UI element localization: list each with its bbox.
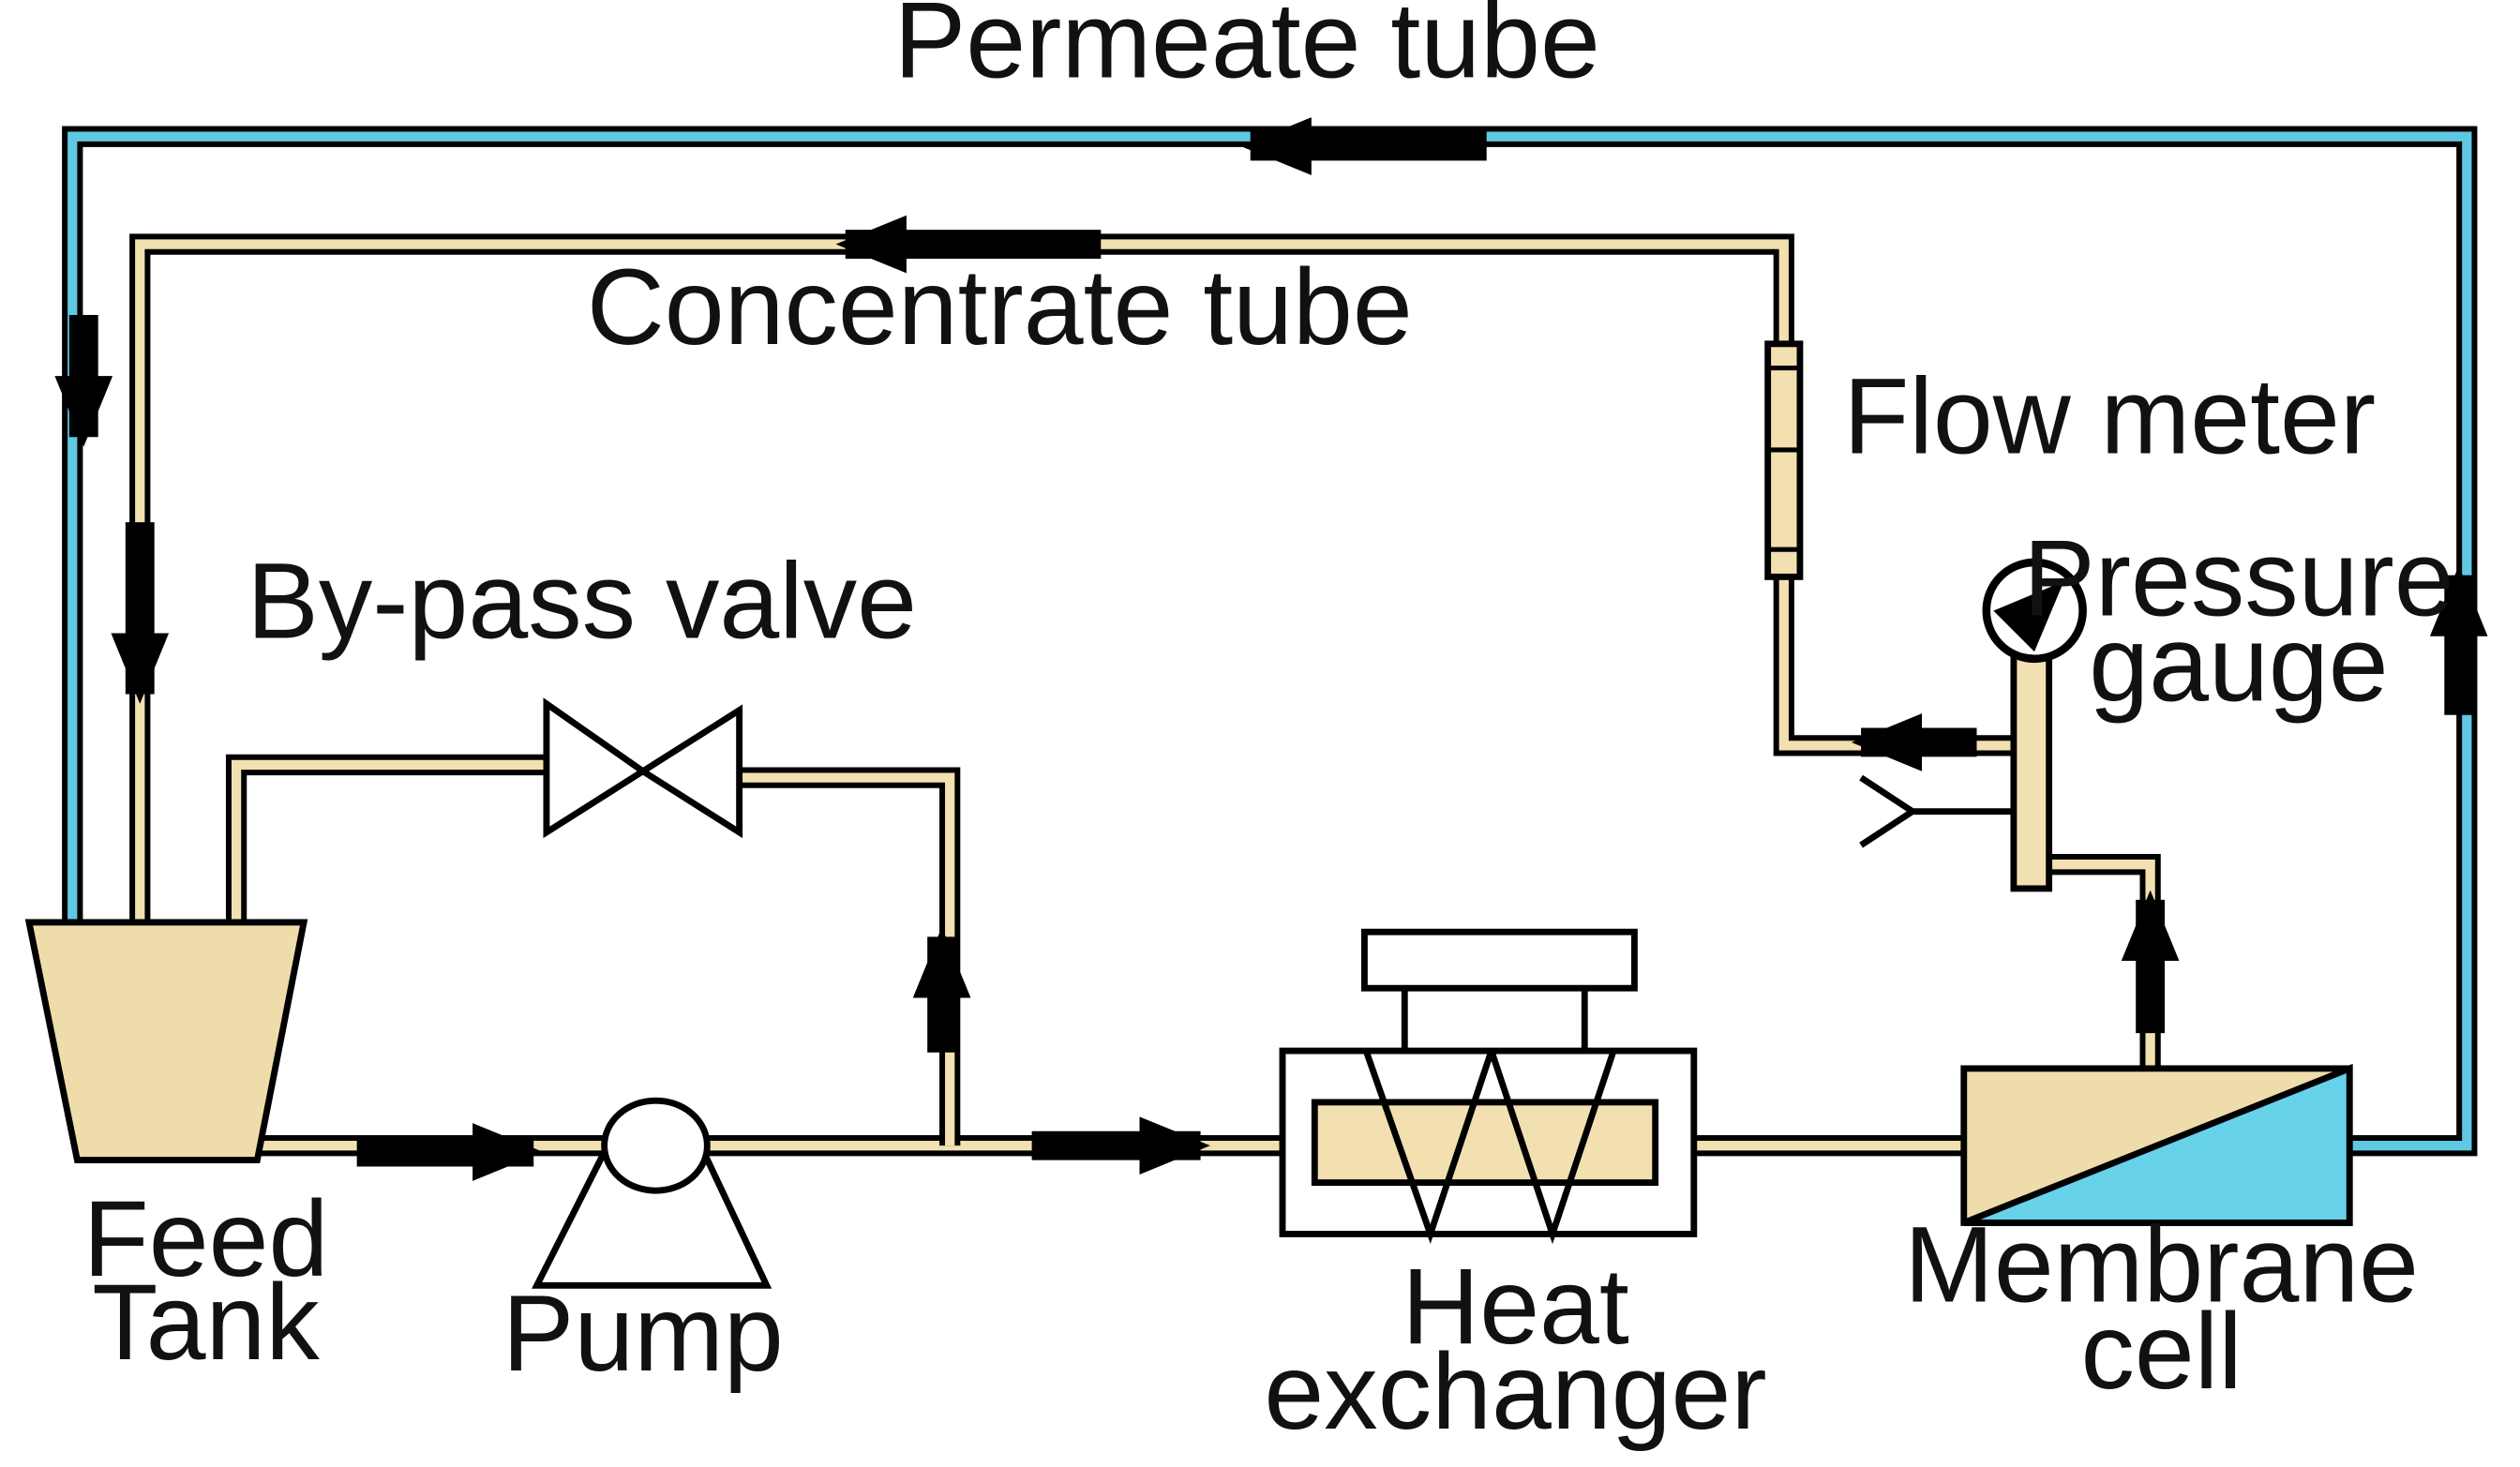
label-pressure-gauge-line2: gauge [2089, 604, 2388, 724]
label-membrane-cell-line2: cell [2080, 1292, 2242, 1412]
label-feed-tank-line2: Tank [92, 1263, 320, 1383]
label-concentrate-tube: Concentrate tube [587, 247, 1413, 367]
label-heat-exchanger-line1: Heat [1402, 1247, 1629, 1367]
label-flow-meter: Flow meter [1843, 356, 2376, 476]
bypass-line-inner-right [739, 772, 955, 1146]
bypass-line-outline-right [739, 767, 961, 1146]
flow-arrows [54, 117, 2488, 1181]
pressure-gauge-assembly [1859, 558, 2087, 892]
flow-meter [1764, 340, 1804, 580]
label-permeate-tube: Permeate tube [894, 0, 1600, 100]
membrane-outlet-inner [2048, 860, 2155, 1069]
label-bypass-valve: By-pass valve [247, 542, 917, 662]
label-heat-exchanger-line2: exchanger [1264, 1332, 1766, 1452]
bypass-line [225, 754, 961, 1146]
labels: Permeate tube Concentrate tube Flow mete… [83, 0, 2454, 1452]
flowmeter-to-junction-inner [1778, 570, 2014, 751]
sample-valve-icon [1859, 774, 1914, 848]
label-membrane-cell-line1: Membrane [1904, 1205, 2419, 1325]
label-pressure-gauge-line1: Pressure [2023, 519, 2453, 639]
pump-icon [532, 1097, 772, 1289]
bypass-line-inner-left [231, 759, 547, 922]
membrane-outlet-outline [2048, 854, 2161, 1069]
heat-exchanger-icon [1279, 928, 1698, 1245]
label-pump: Pump [502, 1274, 784, 1394]
membrane-outlet-line [2048, 854, 2161, 1069]
feed-tank [24, 919, 308, 1164]
label-feed-tank-line1: Feed [83, 1179, 329, 1299]
flow-meter-body [1764, 340, 1804, 580]
gauge-needle [1993, 581, 2064, 652]
bypass-line-outline [225, 754, 547, 922]
bypass-valve-icon [543, 697, 743, 839]
membrane-cell-icon [1960, 1063, 2353, 1226]
flowmeter-to-junction-line [1773, 570, 2014, 756]
gauge-stem [2010, 647, 2053, 892]
